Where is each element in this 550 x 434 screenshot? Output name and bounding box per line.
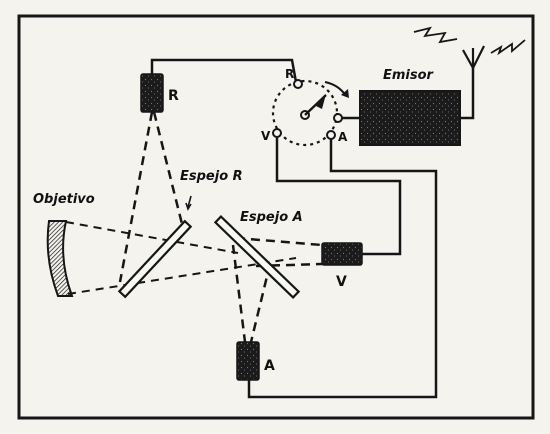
light-cone xyxy=(65,221,297,295)
wiring xyxy=(150,58,475,399)
switch-dial xyxy=(271,79,339,147)
camera-tube-r xyxy=(140,73,164,113)
radio-waves-icon xyxy=(413,26,526,56)
beam-to-tube-v xyxy=(235,236,323,268)
beam-to-tube-a xyxy=(231,244,272,343)
switch-contact-out xyxy=(333,113,343,123)
switch-contact-a xyxy=(326,130,336,140)
mirror-r-pointer-icon xyxy=(185,195,192,211)
objective-lens xyxy=(46,220,74,297)
switch-a-label: A xyxy=(338,130,348,144)
mirror-r xyxy=(117,219,193,299)
switch-r-label: R xyxy=(285,67,294,81)
switch-contact-r xyxy=(293,79,303,89)
mirror-r-label: Espejo R xyxy=(180,169,243,184)
transmitter-label: Emisor xyxy=(383,68,435,83)
switch-contact-v xyxy=(272,128,282,138)
camera-tube-v xyxy=(321,242,363,266)
switch-v-label: V xyxy=(261,129,271,143)
tube-a-label: A xyxy=(264,358,275,374)
beam-to-tube-r xyxy=(118,111,185,283)
camera-tube-a xyxy=(236,341,260,381)
mirror-a-label: Espejo A xyxy=(240,210,303,225)
tube-v-label: V xyxy=(336,274,347,290)
transmitter-box xyxy=(359,90,461,146)
commutator-switch xyxy=(271,79,349,147)
mirror-a xyxy=(213,215,301,299)
antenna-icon xyxy=(462,45,485,69)
diagram-frame xyxy=(17,14,535,420)
objective-label: Objetivo xyxy=(33,192,95,207)
tube-r-label: R xyxy=(168,88,179,104)
